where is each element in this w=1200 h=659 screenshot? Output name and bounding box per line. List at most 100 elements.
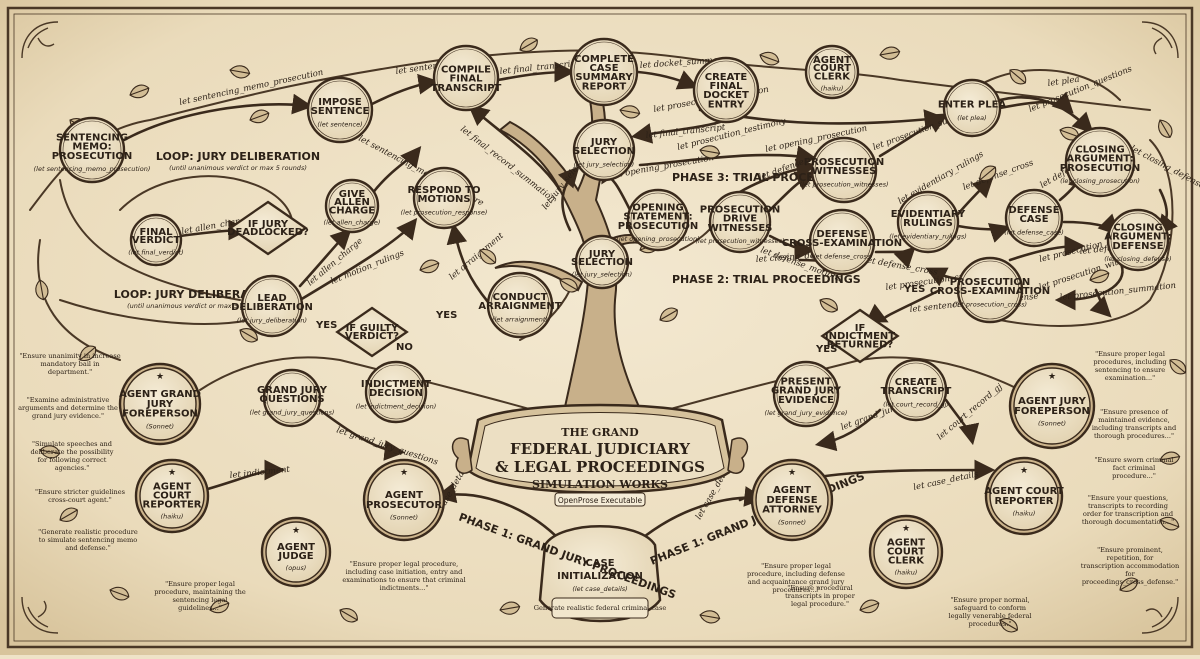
- circle-shape: [884, 358, 948, 422]
- node-subtitle: (let sentencing_memo_prosecution): [34, 165, 151, 173]
- circle-inner-ring: [960, 260, 1020, 320]
- agent-model: (haiku): [161, 513, 184, 521]
- circle-shape: [708, 190, 772, 254]
- leaf-ornament: [1119, 577, 1138, 592]
- circle-inner-ring: [436, 48, 496, 108]
- agent-inner: [989, 461, 1059, 531]
- edge-e27: [768, 234, 816, 261]
- agent-inner: [367, 463, 441, 537]
- leaf-ornament: [35, 279, 49, 301]
- circle-inner-ring: [244, 278, 300, 334]
- agent-model: (opus): [286, 564, 307, 572]
- node-subtitle: (let jury_selection): [574, 160, 634, 168]
- star-icon: ★: [788, 468, 796, 478]
- leaf-ornament: [129, 84, 150, 99]
- leaf-ornament: [1158, 119, 1173, 138]
- case-initialization-node[interactable]: CASE INITIALIZATION (let case_details) G…: [534, 525, 667, 623]
- loop-lower-label: LOOP: JURY DELIBERATION: [114, 288, 278, 301]
- case-init-title-1: CASE: [585, 558, 614, 569]
- case-init-note: Generate realistic federal criminal case: [534, 604, 667, 612]
- node-subtitle: (let prosecution_witnesses): [800, 180, 889, 188]
- node-enter-plea[interactable]: ENTER PLEA(let plea): [938, 78, 1007, 138]
- leaf-ornament: [209, 599, 230, 614]
- star-icon: ★: [902, 524, 910, 534]
- circle-shape: [1064, 126, 1136, 198]
- circle-inner-ring: [776, 364, 836, 424]
- leaf-ornament: [419, 259, 440, 274]
- corner-flourish: [1141, 596, 1179, 634]
- circle-inner-ring: [416, 170, 472, 226]
- yes-label-indict: YES: [903, 284, 925, 295]
- node-subtitle: (let opening_prosecution): [616, 235, 699, 243]
- leaf-ornament: [1159, 516, 1180, 531]
- leaf-ornament: [879, 46, 901, 60]
- corner-flourish: [21, 596, 59, 634]
- circle-inner-ring: [578, 238, 626, 286]
- leaf-ornament: [699, 610, 721, 624]
- inner-frame: [13, 13, 1187, 642]
- circle-shape: [956, 256, 1024, 324]
- circle-shape: [772, 360, 840, 428]
- leaf-ornament: [1169, 358, 1187, 375]
- corner-flourish: [21, 21, 59, 59]
- diamond-shape: [228, 200, 308, 256]
- vine-stroke: [37, 239, 121, 361]
- agent-quote-r7: "Ensure proper normal,safeguard to confo…: [948, 596, 1031, 628]
- circle-shape: [486, 271, 554, 339]
- leaf-ornament: [479, 248, 497, 265]
- circle-shape: [412, 166, 476, 230]
- circle-inner-ring: [808, 48, 856, 96]
- edge-e8: [468, 104, 562, 192]
- circle-shape: [810, 136, 878, 204]
